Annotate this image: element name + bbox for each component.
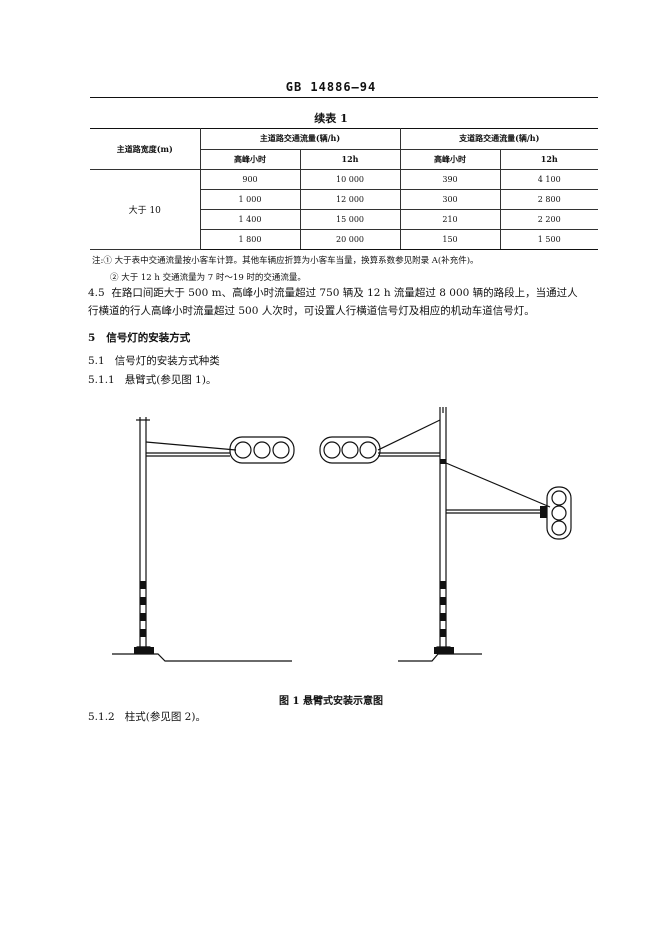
table-cell: 1 400 (199, 209, 301, 230)
table-cell: 15 000 (299, 209, 401, 230)
table-cell: 4 100 (499, 169, 598, 190)
subsection-5-1-1: 5.1.1 悬臂式(参见图 1)。 (88, 371, 216, 389)
signal-lamp (551, 490, 567, 506)
subheader-branch-12h: 12h (499, 148, 598, 170)
table-cell: 210 (399, 209, 501, 230)
table-cell: 300 (399, 189, 501, 210)
table-caption: 续表 1 (314, 112, 348, 125)
table-row: 1 800 20 000 150 1 500 (90, 229, 598, 250)
subheader-main-peak: 高峰小时 (199, 148, 301, 170)
subheader-branch-peak: 高峰小时 (399, 148, 501, 170)
table-cell: 900 (199, 169, 301, 190)
table-cell: 10 000 (299, 169, 401, 190)
signal-lamp (323, 441, 341, 459)
table-row: 1 000 12 000 300 2 800 (90, 189, 598, 210)
vertical-signal-head (546, 486, 572, 540)
table-cell: 2 800 (499, 189, 598, 210)
subsection-text: 柱式(参见图 2)。 (124, 711, 206, 723)
signal-lamp (253, 441, 271, 459)
subsection-number: 5.1 (88, 355, 105, 367)
subsection-text: 悬臂式(参见图 1)。 (124, 374, 217, 386)
table-note-1: 注:① 大于表中交通流量按小客车计算。其他车辆应折算为小客车当量，换算系数参见附… (92, 256, 479, 266)
right-arm-tie (377, 419, 441, 451)
section-5-heading: 5 信号灯的安装方式 (88, 330, 190, 345)
left-signal-head (229, 436, 295, 464)
cantilever-signal-figure (112, 407, 572, 662)
subsection-title: 信号灯的安装方式种类 (114, 355, 220, 367)
table-cell: 1 000 (199, 189, 301, 210)
right-signal-head (319, 436, 381, 464)
header-main-flow: 主道路交通流量(辆/h) (199, 128, 401, 150)
table-cell: 150 (399, 229, 501, 250)
header-main-width: 主道路宽度(m) (90, 128, 201, 170)
header-rule (90, 97, 598, 98)
table-cell: 20 000 (299, 229, 401, 250)
table-note-2: ② 大于 12 h 交通流量为 7 时～19 时的交通流量。 (110, 273, 306, 283)
figure-caption: 图 1 悬臂式安装示意图 (279, 696, 383, 707)
header-branch-flow: 支道路交通流量(辆/h) (399, 128, 598, 150)
section-number: 5 (88, 332, 96, 344)
standard-header: GB 14886—94 (285, 80, 377, 94)
traffic-flow-table: 主道路宽度(m) 主道路交通流量(辆/h) 支道路交通流量(辆/h) 高峰小时 … (90, 128, 598, 250)
table-cell: 1 800 (199, 229, 301, 250)
table-cell: 1 500 (499, 229, 598, 250)
clause-text: 在路口间距大于 500 m、高峰小时流量超过 750 辆及 12 h 流量超过 … (111, 287, 578, 299)
clause-4-5-line2: 行横道的行人高峰小时流量超过 500 人次时，可设置人行横道信号灯及相应的机动车… (88, 305, 535, 317)
subsection-number: 5.1.2 (88, 711, 115, 723)
clause-number: 4.5 (88, 287, 105, 299)
table-row: 大于 10 900 10 000 390 4 100 (90, 169, 598, 250)
row-label: 大于 10 (90, 169, 201, 250)
clause-4-5-line1: 4.5 在路口间距大于 500 m、高峰小时流量超过 750 辆及 12 h 流… (88, 284, 578, 302)
side-arm-tie (445, 462, 551, 508)
subsection-5-1: 5.1 信号灯的安装方式种类 (88, 352, 220, 370)
table-cell: 12 000 (299, 189, 401, 210)
ground-line-right (398, 653, 482, 662)
table-cell: 2 200 (499, 209, 598, 230)
ground-line-left (112, 653, 292, 662)
signal-lamp (234, 441, 252, 459)
signal-lamp (359, 441, 377, 459)
signal-lamp (272, 441, 290, 459)
left-arm-tie (145, 441, 237, 451)
subsection-number: 5.1.1 (88, 374, 115, 386)
subheader-main-12h: 12h (299, 148, 401, 170)
signal-lamp (551, 520, 567, 536)
signal-lamp (551, 505, 567, 521)
subsection-5-1-2: 5.1.2 柱式(参见图 2)。 (88, 708, 206, 726)
table-cell: 390 (399, 169, 501, 190)
section-title: 信号灯的安装方式 (106, 332, 191, 344)
signal-lamp (341, 441, 359, 459)
